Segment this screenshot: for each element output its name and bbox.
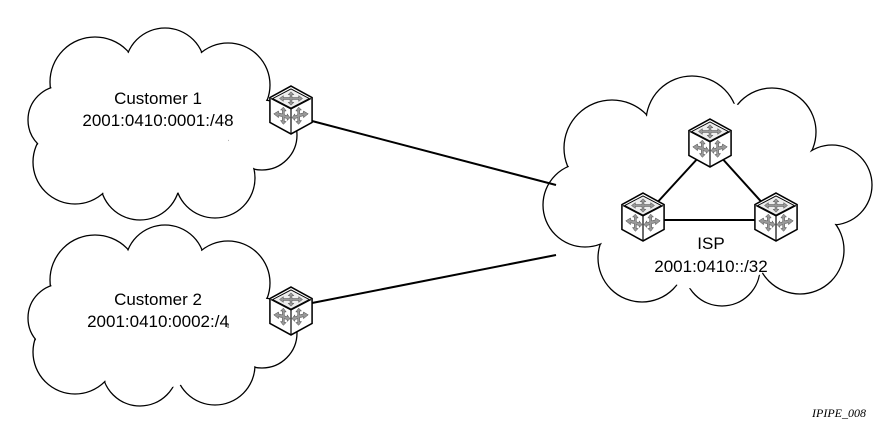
isp-left-router-icon[interactable] (621, 192, 665, 242)
isp-right-router-icon[interactable] (754, 192, 798, 242)
isp-cloud (542, 75, 873, 307)
figure-id: IPIPE_008 (811, 406, 866, 420)
isp-prefix: 2001:0410::/32 (654, 257, 767, 276)
customer-2-prefix: 2001:0410:0002:/4 (87, 312, 229, 331)
customer-1-prefix: 2001:0410:0001:/48 (82, 111, 233, 130)
customer-2-name: Customer 2 (114, 290, 202, 309)
link-customer-2-isp (311, 254, 557, 304)
isp-top-router-icon[interactable] (688, 118, 732, 168)
link-customer-1-isp (311, 120, 557, 186)
customer-2-cloud (27, 224, 298, 407)
isp-name: ISP (697, 234, 724, 253)
customer-1-cloud (27, 27, 298, 221)
customer-1-name: Customer 1 (114, 89, 202, 108)
customer-2-router-icon[interactable] (269, 286, 313, 336)
customer-1-router-icon[interactable] (269, 85, 313, 135)
